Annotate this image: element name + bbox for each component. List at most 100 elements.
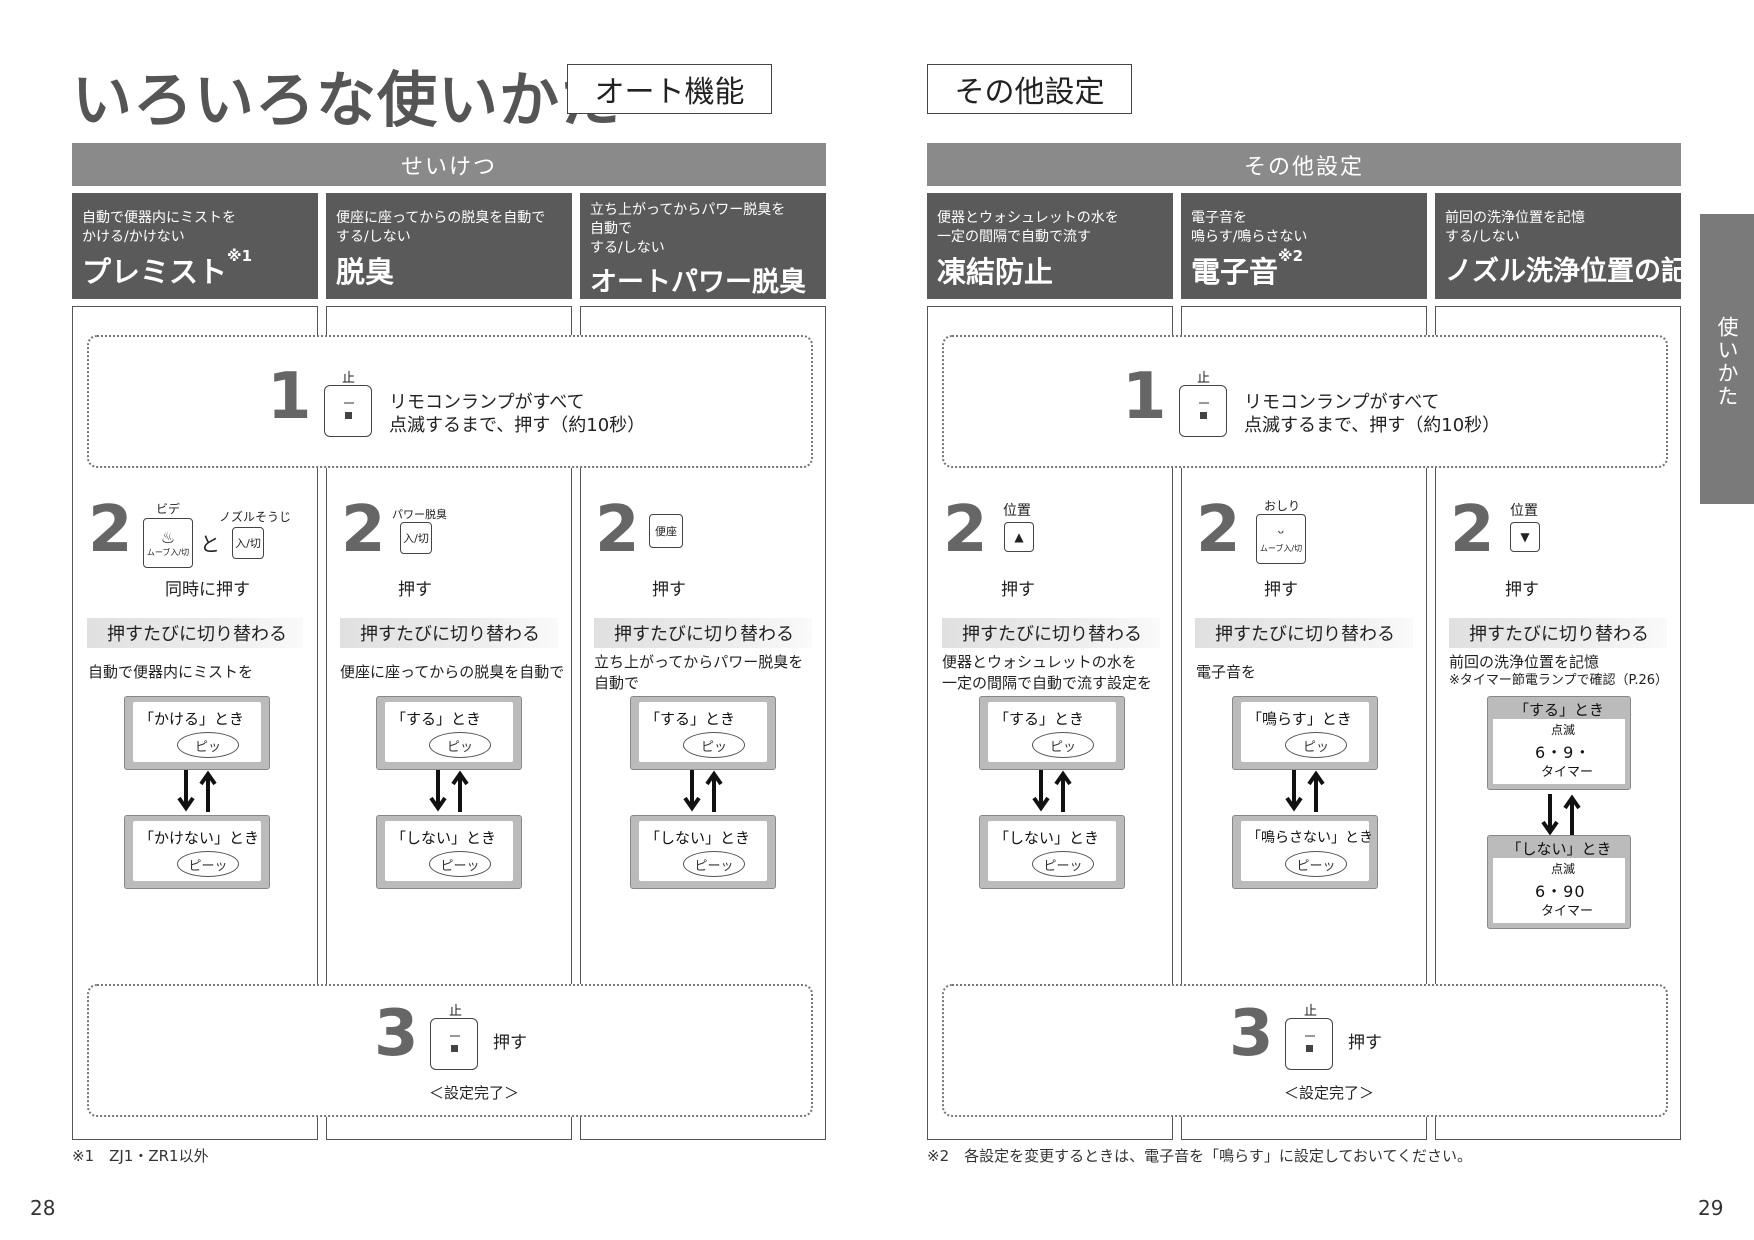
off-state-label: 「しない」とき: [994, 829, 1100, 847]
bidet-icon: ♨: [160, 528, 176, 547]
off-state-label: 「かけない」とき: [139, 829, 260, 847]
step2-number: 2: [1196, 493, 1241, 567]
switch-bar: 押すたびに切り替わる: [594, 618, 812, 648]
switch-note: ※タイマー節電ランプで確認（P.26）: [1449, 673, 1668, 688]
stop-button-caption: 止: [1304, 1004, 1318, 1019]
switch-bar: 押すたびに切り替わる: [340, 618, 558, 648]
switch-bar: 押すたびに切り替わる: [942, 618, 1160, 648]
beep-sound: ピッ: [1032, 732, 1094, 758]
header-name: 脱臭: [336, 254, 395, 289]
tag-auto-function: オート機能: [567, 64, 772, 114]
toggle-arrows-icon: [683, 770, 723, 812]
step1-number: 1: [267, 360, 312, 434]
step1-box: 1 止 リモコンランプがすべて 点滅するまで、押す（約10秒）: [942, 335, 1668, 468]
header-desc: 前回の洗浄位置を記憶 する/しない: [1445, 210, 1585, 245]
step1-number: 1: [1122, 360, 1167, 434]
wash-icon: ᵕ: [1277, 524, 1285, 543]
timer-digits: 6・9・: [1535, 743, 1592, 762]
nozzle-clean-label: ノズルそうじ: [219, 510, 292, 524]
beep-sound: ピッ: [1285, 732, 1347, 758]
blink-label: 点滅: [1551, 862, 1576, 876]
beep-sound: ピッ: [177, 732, 239, 758]
step3-text: 押す: [1348, 1033, 1382, 1053]
stop-button[interactable]: [1285, 1018, 1333, 1070]
beep-sound: ピーッ: [429, 851, 491, 877]
step2-number: 2: [1450, 493, 1495, 567]
step3-number: 3: [1229, 997, 1274, 1071]
step2-instruction: 押す: [1264, 580, 1298, 600]
bidet-button-label: ビデ: [156, 502, 181, 516]
off-state-label: 「しない」とき: [391, 829, 497, 847]
power-deodorize-label: パワー脱臭: [392, 508, 447, 521]
lcd-on-state: 「する」とき ピッ: [630, 696, 776, 770]
step2-number: 2: [341, 493, 386, 567]
timer-label: タイマー: [1541, 765, 1594, 780]
switch-description: 便座に座ってからの脱臭を自動で: [340, 663, 565, 681]
header-freeze-prevention: 便器とウォシュレットの水を 一定の間隔で自動で流す 凍結防止: [927, 193, 1173, 299]
off-state-label: 「鳴らさない」とき: [1247, 830, 1373, 846]
toggle-arrows-icon: [1285, 770, 1325, 812]
header-name: プレミスト※1: [82, 246, 253, 289]
section-bar-other: その他設定: [927, 143, 1681, 186]
header-auto-power-deodorize: 立ち上がってからパワー脱臭を 自動で する/しない オートパワー脱臭: [580, 193, 826, 299]
nozzle-clean-button[interactable]: 入/切: [232, 527, 264, 559]
stop-button-caption: 止: [1197, 371, 1211, 386]
step1-box: 1 止 リモコンランプがすべて 点滅するまで、押す（約10秒）: [87, 335, 813, 468]
step3-box: 3 止 押す ＜設定完了＞: [942, 984, 1668, 1117]
position-label: 位置: [1510, 503, 1538, 519]
step2-instruction: 押す: [652, 580, 686, 600]
side-tab-usage[interactable]: 使いかた: [1700, 214, 1754, 504]
toggle-arrows-icon: [177, 770, 217, 812]
seat-button[interactable]: 便座: [649, 514, 683, 548]
stop-button[interactable]: [1179, 385, 1227, 437]
step2-instruction: 押す: [1001, 580, 1035, 600]
switch-bar: 押すたびに切り替わる: [1195, 618, 1413, 648]
stop-button[interactable]: [324, 385, 372, 437]
power-deodorize-button[interactable]: 入/切: [400, 522, 432, 554]
blink-label: 点滅: [1551, 723, 1576, 737]
footnote-1: ※1 ZJ1・ZR1以外: [72, 1147, 209, 1165]
beep-sound: ピーッ: [1285, 851, 1347, 877]
stop-button[interactable]: [430, 1018, 478, 1070]
step2-instruction: 押す: [1505, 580, 1539, 600]
step3-box: 3 止 押す ＜設定完了＞: [87, 984, 813, 1117]
lcd-off-state: 「しない」とき ピーッ: [376, 815, 522, 889]
bidet-button[interactable]: ♨ ムーブ入/切: [143, 518, 193, 568]
oshiri-button[interactable]: ᵕ ムーブ入/切: [1256, 514, 1306, 564]
switch-description: 立ち上がってからパワー脱臭を 自動で: [594, 653, 804, 692]
toggle-arrows-icon: [1541, 794, 1581, 836]
on-state-label: 「する」とき: [391, 710, 482, 728]
header-desc: 立ち上がってからパワー脱臭を 自動で する/しない: [590, 202, 786, 256]
step3-number: 3: [374, 997, 419, 1071]
lcd-on-state: 「鳴らす」とき ピッ: [1232, 696, 1378, 770]
header-premist: 自動で便器内にミストを かける/かけない プレミスト※1: [72, 193, 318, 299]
lcd-off-state: 「しない」とき ピーッ: [630, 815, 776, 889]
step2-number: 2: [595, 493, 640, 567]
beep-sound: ピッ: [683, 732, 745, 758]
beep-sound: ピーッ: [683, 851, 745, 877]
header-deodorize: 便座に座ってからの脱臭を自動で する/しない 脱臭: [326, 193, 572, 299]
header-desc: 便座に座ってからの脱臭を自動で する/しない: [336, 210, 546, 245]
page-number-right: 29: [1698, 1196, 1724, 1220]
lcd-off-state: 「鳴らさない」とき ピーッ: [1232, 815, 1378, 889]
lcd-timer-on-state: 「する」とき 点滅 6・9・ タイマー: [1487, 696, 1631, 790]
step1-text: リモコンランプがすべて 点滅するまで、押す（約10秒）: [1244, 392, 1501, 437]
position-down-button[interactable]: ▼: [1510, 522, 1540, 552]
on-state-label: 「鳴らす」とき: [1247, 710, 1352, 728]
switch-description: 電子音を: [1196, 663, 1257, 681]
header-name: ノズル洗浄位置の記憶: [1445, 255, 1715, 287]
header-desc: 自動で便器内にミストを かける/かけない: [82, 210, 236, 245]
step2-instruction: 同時に押す: [165, 580, 250, 600]
beep-sound: ピッ: [429, 732, 491, 758]
bidet-button-sub: ムーブ入/切: [146, 548, 190, 557]
triangle-down-icon: ▼: [1520, 530, 1530, 544]
lcd-timer-off-state: 「しない」とき 点滅 6・90 タイマー: [1487, 835, 1631, 929]
switch-description: 便器とウォシュレットの水を 一定の間隔で自動で流す設定を: [942, 653, 1153, 692]
step2-number: 2: [88, 493, 133, 567]
lcd-off-state: 「しない」とき ピーッ: [979, 815, 1125, 889]
beep-sound: ピーッ: [1032, 851, 1094, 877]
header-name: 電子音※2: [1191, 246, 1304, 289]
timer-label: タイマー: [1541, 904, 1594, 919]
toggle-arrows-icon: [429, 770, 469, 812]
position-up-button[interactable]: ▲: [1004, 522, 1034, 552]
